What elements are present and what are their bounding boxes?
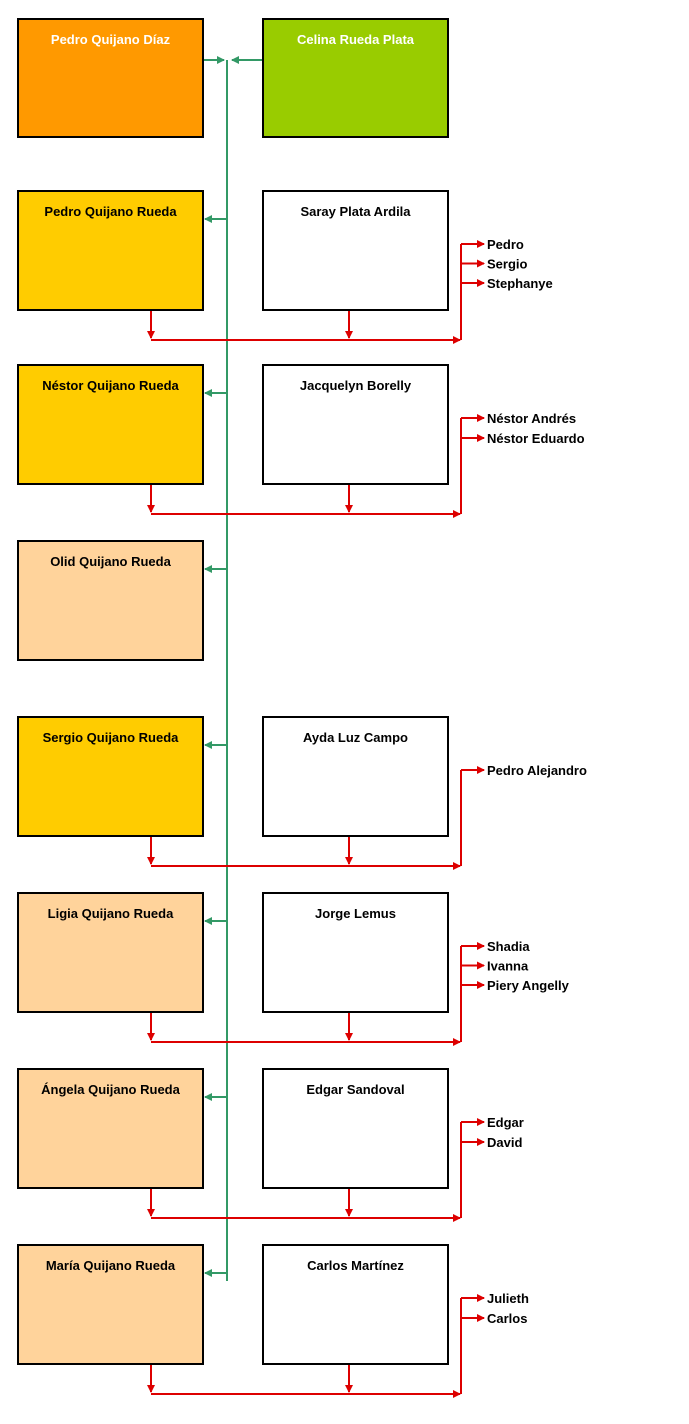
child-box-2-label: Olid Quijano Rueda — [50, 554, 171, 569]
spouse-box-6-rect — [262, 1244, 449, 1365]
grandchild-label-1-0: Néstor Andrés — [487, 411, 576, 426]
founder-mother-box: Celina Rueda Plata — [262, 18, 449, 138]
founder-mother-box-rect — [262, 18, 449, 138]
spouse-box-5-label: Edgar Sandoval — [306, 1082, 404, 1097]
spouse-box-6: Carlos Martínez — [262, 1244, 449, 1365]
founder-father-box: Pedro Quijano Díaz — [17, 18, 204, 138]
grandchild-label-1-1: Néstor Eduardo — [487, 431, 585, 446]
spouse-box-3-rect — [262, 716, 449, 837]
grandchild-label-4-1: Ivanna — [487, 959, 529, 974]
spouse-box-0-rect — [262, 190, 449, 311]
child-box-6: María Quijano Rueda — [17, 1244, 204, 1365]
connector-lines — [147, 56, 485, 1398]
grandchild-label-3-0: Pedro Alejandro — [487, 763, 587, 778]
child-box-1-label: Néstor Quijano Rueda — [42, 378, 179, 393]
child-box-4-label: Ligia Quijano Rueda — [48, 906, 174, 921]
child-box-5: Ángela Quijano Rueda — [17, 1068, 204, 1189]
child-box-4: Ligia Quijano Rueda — [17, 892, 204, 1013]
child-box-5-rect — [17, 1068, 204, 1189]
child-box-3-rect — [17, 716, 204, 837]
grandchild-label-6-0: Julieth — [487, 1291, 529, 1306]
child-box-6-label: María Quijano Rueda — [46, 1258, 176, 1273]
grandchild-label-5-0: Edgar — [487, 1115, 524, 1130]
spouse-box-3: Ayda Luz Campo — [262, 716, 449, 837]
grandchild-label-4-0: Shadia — [487, 939, 530, 954]
child-box-5-label: Ángela Quijano Rueda — [41, 1082, 180, 1097]
spouse-box-1-rect — [262, 364, 449, 485]
grandchild-label-6-1: Carlos — [487, 1311, 527, 1326]
founder-father-box-label: Pedro Quijano Díaz — [51, 32, 171, 47]
child-box-0-rect — [17, 190, 204, 311]
spouse-box-4: Jorge Lemus — [262, 892, 449, 1013]
spouse-box-1: Jacquelyn Borelly — [262, 364, 449, 485]
founder-father-box-rect — [17, 18, 204, 138]
person-boxes: Pedro Quijano Díaz Celina Rueda PlataPedr… — [17, 18, 449, 1365]
child-box-2-rect — [17, 540, 204, 661]
grandchild-label-4-2: Piery Angelly — [487, 978, 570, 993]
child-box-0: Pedro Quijano Rueda — [17, 190, 204, 311]
child-box-3: Sergio Quijano Rueda — [17, 716, 204, 837]
spouse-box-5: Edgar Sandoval — [262, 1068, 449, 1189]
spouse-box-3-label: Ayda Luz Campo — [303, 730, 408, 745]
grandchild-label-0-0: Pedro — [487, 237, 524, 252]
spouse-box-6-label: Carlos Martínez — [307, 1258, 404, 1273]
child-box-2: Olid Quijano Rueda — [17, 540, 204, 661]
spouse-box-4-label: Jorge Lemus — [315, 906, 396, 921]
grandchild-label-0-1: Sergio — [487, 257, 528, 272]
spouse-box-0: Saray Plata Ardila — [262, 190, 449, 311]
grandchild-label-0-2: Stephanye — [487, 276, 553, 291]
child-box-3-label: Sergio Quijano Rueda — [43, 730, 180, 745]
grandchild-label-5-1: David — [487, 1135, 522, 1150]
child-box-1-rect — [17, 364, 204, 485]
spouse-box-1-label: Jacquelyn Borelly — [300, 378, 412, 393]
child-box-6-rect — [17, 1244, 204, 1365]
child-box-0-label: Pedro Quijano Rueda — [44, 204, 177, 219]
founder-mother-box-label: Celina Rueda Plata — [297, 32, 415, 47]
child-box-4-rect — [17, 892, 204, 1013]
spouse-box-5-rect — [262, 1068, 449, 1189]
spouse-box-4-rect — [262, 892, 449, 1013]
spouse-box-0-label: Saray Plata Ardila — [300, 204, 411, 219]
child-box-1: Néstor Quijano Rueda — [17, 364, 204, 485]
